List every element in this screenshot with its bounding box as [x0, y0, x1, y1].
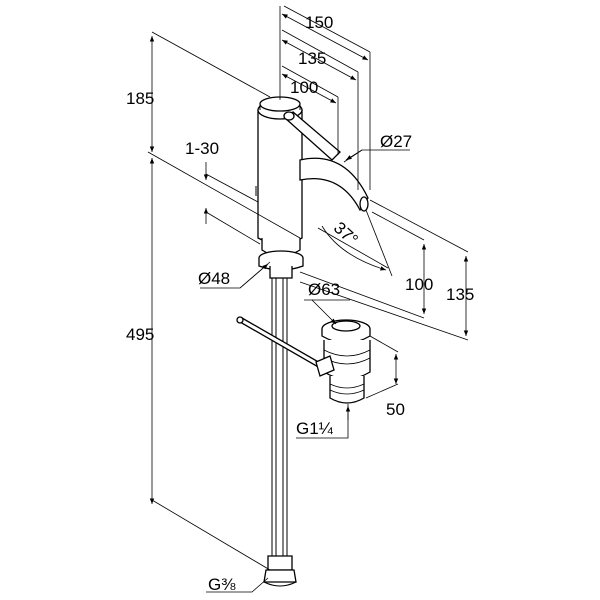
dim-150-label: 150 — [305, 13, 333, 32]
dim-waste-thread-label: G1¼ — [296, 419, 334, 438]
supply-hoses — [263, 278, 297, 587]
dim-waste-diameter-label: Ø63 — [308, 280, 340, 299]
dim-angle-label: 37° — [330, 218, 362, 249]
dim-185-label: 185 — [126, 89, 154, 108]
dim-base-diameter-label: Ø48 — [198, 269, 230, 288]
waste-valve — [315, 319, 371, 404]
popup-rod — [236, 316, 323, 369]
dim-waste-height-label: 50 — [386, 400, 405, 419]
dim-135-top-label: 135 — [298, 49, 326, 68]
dimension-labels: 150 135 100 185 495 1-30 Ø27 37° 100 135… — [126, 13, 474, 594]
dim-495-label: 495 — [126, 325, 154, 344]
faucet-body — [255, 96, 369, 279]
dim-inlet-thread-label: G⅜ — [208, 575, 236, 594]
dim-100-top-label: 100 — [290, 78, 318, 97]
dimension-lines — [147, 5, 469, 593]
dim-reach-label: 100 — [405, 275, 433, 294]
dim-spout-diameter-label: Ø27 — [380, 132, 412, 151]
dim-spout-height-label: 135 — [446, 285, 474, 304]
dim-deck-label: 1-30 — [185, 139, 219, 158]
